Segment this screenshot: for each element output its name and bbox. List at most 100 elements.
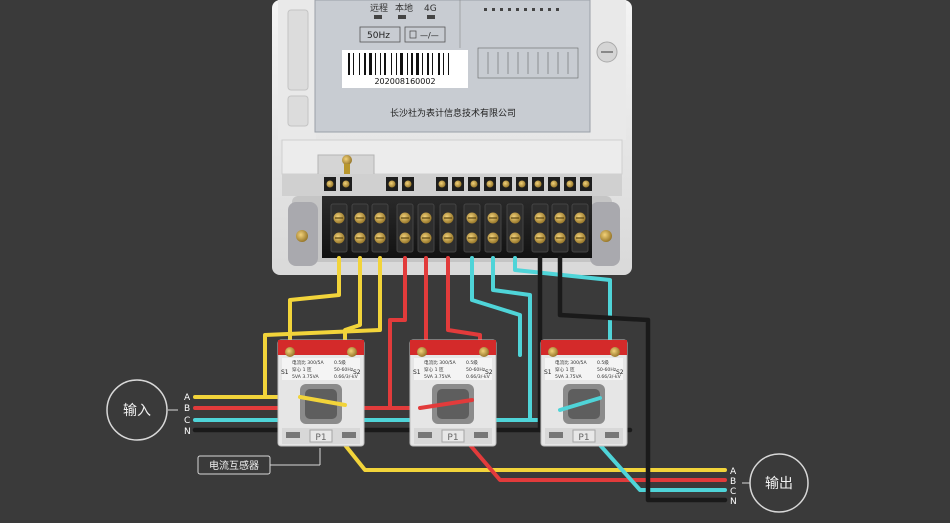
barcode-bar	[384, 53, 386, 75]
ct-spec-text: 50-60Hz	[597, 367, 617, 373]
barcode-bar	[432, 53, 433, 75]
ct-s2-screw-icon	[610, 347, 620, 357]
meter-right-rail	[590, 0, 626, 140]
barcode-bar	[353, 53, 354, 75]
input-group: 输入 A B C N	[106, 379, 191, 441]
barcode-bar	[380, 53, 381, 75]
barcode-bar	[416, 53, 419, 75]
terminal-slot	[463, 203, 481, 253]
aux-terminals	[324, 177, 592, 191]
ct-spec-text: 0.5级	[466, 359, 478, 366]
terminal-slot	[330, 203, 348, 253]
aux-screw-icon	[486, 180, 494, 188]
terminal-slot	[551, 203, 569, 253]
barcode-bar	[364, 53, 366, 75]
wire-n-output	[557, 255, 728, 503]
aux-screw-icon	[502, 180, 510, 188]
ct-p1-label: P1	[315, 433, 326, 443]
ct-s1-screw-icon	[417, 347, 427, 357]
ct-spec-text: 穿心 1 匝	[292, 366, 312, 373]
terminal-slot	[484, 203, 502, 253]
ct-s2-label: S2	[485, 369, 493, 376]
input-phase-c: C	[184, 416, 190, 426]
ct-red-cap	[410, 340, 496, 355]
ct-spec-text: 0.66/3/-kV	[466, 374, 491, 380]
terminal-slot	[351, 203, 369, 253]
aux-screw-icon	[470, 180, 478, 188]
ct-s1-label: S1	[281, 369, 289, 376]
barcode-bar	[391, 53, 392, 75]
ct-s2-screw-icon	[479, 347, 489, 357]
aux-screw-icon	[342, 180, 350, 188]
ct-spec-text: 5VA 3.75VA	[424, 374, 451, 380]
aux-screw-icon	[534, 180, 542, 188]
ct-callout-label: 电流互感器	[209, 459, 259, 472]
output-phase-a: A	[730, 467, 737, 477]
input-phase-a: A	[184, 393, 191, 403]
status-label-local: 本地	[395, 2, 413, 14]
ct-s1-screw-icon	[285, 347, 295, 357]
ct-s2-screw-icon	[347, 347, 357, 357]
barcode-bar	[375, 53, 376, 75]
terminal-slot	[439, 203, 457, 253]
ct-spec-text: 穿心 1 匝	[424, 366, 444, 373]
input-phase-n: N	[184, 427, 191, 437]
terminal-slot	[396, 203, 414, 253]
barcode-bar	[369, 53, 372, 75]
ct-callout: 电流互感器	[197, 448, 321, 475]
ct-red-cap	[541, 340, 627, 355]
output-circle	[749, 453, 809, 513]
wires-through-ct	[298, 395, 602, 412]
ct-spec-text: 50-60Hz	[466, 367, 486, 373]
aux-screw-icon	[454, 180, 462, 188]
aux-screw-icon	[388, 180, 396, 188]
barcode-bar	[427, 53, 429, 75]
input-circle	[106, 379, 168, 441]
input-label: 输入	[123, 403, 151, 419]
output-group: A B C N 输出	[730, 453, 809, 513]
wire-a-tap	[263, 256, 382, 399]
status-label-4g: 4G	[424, 4, 437, 14]
ct-spec-text: 电流比 300/5A	[424, 359, 456, 366]
ct-p1-label: P1	[578, 433, 589, 443]
status-label-remote: 远程	[370, 3, 388, 14]
ct-spec-text: 50-60Hz	[334, 367, 354, 373]
ct-p1-label: P1	[447, 433, 458, 443]
barcode-bar	[443, 53, 444, 75]
ct-nameplate	[282, 358, 360, 380]
pulse-label: —/—	[420, 31, 439, 40]
ct-spec-text: 5VA 3.75VA	[555, 374, 582, 380]
barcode-number: 202008160002	[374, 77, 435, 86]
ct-spec-text: 穿心 1 匝	[555, 366, 575, 373]
ct-s2-label: S2	[353, 369, 361, 376]
wire-c-output	[598, 443, 727, 492]
wire-b-tap	[388, 256, 407, 410]
aux-screw-icon	[518, 180, 526, 188]
faceplate-terminal-diagram	[477, 47, 579, 79]
ct-spec-text: 电流比 300/5A	[555, 359, 587, 366]
ct-spec-text: 0.5级	[597, 359, 609, 366]
wire-b-output	[468, 443, 727, 482]
output-phase-b: B	[730, 477, 736, 487]
aux-screw-icon	[326, 180, 334, 188]
ct-nameplate	[545, 358, 623, 380]
ct-s1-label: S1	[544, 369, 552, 376]
ct-spec-text: 5VA 3.75VA	[292, 374, 319, 380]
wire-c-meter	[491, 256, 532, 422]
aux-screw-icon	[438, 180, 446, 188]
manufacturer-name: 长沙社为表计信息技术有限公司	[390, 107, 516, 119]
seal-screw-icon	[342, 155, 352, 165]
output-phase-c: C	[730, 487, 736, 497]
wire-c-tap	[470, 256, 522, 357]
faceplate-indicators	[484, 8, 559, 11]
barcode-bar	[422, 53, 423, 75]
barcode	[342, 50, 468, 88]
ct-spec-text: 0.66/3/-kV	[334, 374, 359, 380]
terminal-slot	[371, 203, 389, 253]
